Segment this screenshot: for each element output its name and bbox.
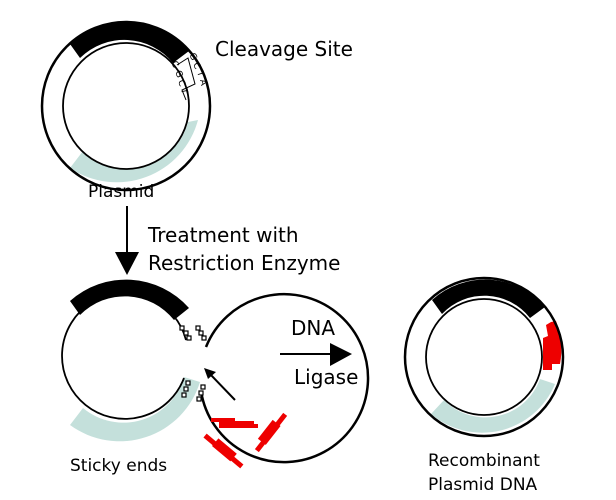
step2-label-line1: DNA xyxy=(291,316,335,340)
marker-gene-region xyxy=(70,22,189,63)
right-arrow-icon xyxy=(280,343,352,366)
teal-gene-region xyxy=(431,379,555,433)
sticky-end-top xyxy=(179,325,207,341)
sequence-inner: C G C T xyxy=(168,60,189,96)
base-letter: C xyxy=(190,61,202,71)
pointer-arrow-icon xyxy=(204,368,236,401)
plasmid-cut xyxy=(61,279,370,464)
base-letter: A xyxy=(197,79,208,88)
teal-gene-region xyxy=(70,120,198,183)
base-letter: T xyxy=(194,69,206,79)
base-letter: G xyxy=(186,52,198,63)
sequence-outer: G C T A xyxy=(186,52,208,88)
dna-fragment xyxy=(254,412,288,453)
base-letter: G xyxy=(172,69,184,79)
base-letter: C xyxy=(175,79,186,88)
recombinant-label-line1: Recombinant xyxy=(428,451,540,471)
insert-dna-fragments xyxy=(203,412,288,469)
cleavage-bracket xyxy=(176,57,196,101)
base-letter: C xyxy=(168,60,180,70)
marker-gene-region xyxy=(432,279,545,318)
step2-label-line2: Ligase xyxy=(294,365,358,389)
step1-label-line2: Restriction Enzyme xyxy=(148,251,340,275)
dna-fragment xyxy=(211,418,258,428)
step1-label-line1: Treatment with xyxy=(147,223,299,247)
plasmid-label: Plasmid xyxy=(88,182,154,202)
down-arrow-icon xyxy=(115,206,139,275)
cleavage-site-label: Cleavage Site xyxy=(215,37,353,61)
plasmid-recombinant xyxy=(403,276,565,438)
sticky-ends-label: Sticky ends xyxy=(70,456,167,476)
sticky-end-bottom xyxy=(181,380,206,402)
insert-dna-region xyxy=(543,321,562,370)
base-letter: T xyxy=(178,87,189,96)
dna-fragment xyxy=(203,433,244,469)
plasmid-original: G C T A C G C T xyxy=(40,20,212,192)
marker-gene-region xyxy=(70,279,189,320)
teal-gene-region xyxy=(70,377,200,442)
recombinant-label-line2: Plasmid DNA xyxy=(428,475,538,495)
